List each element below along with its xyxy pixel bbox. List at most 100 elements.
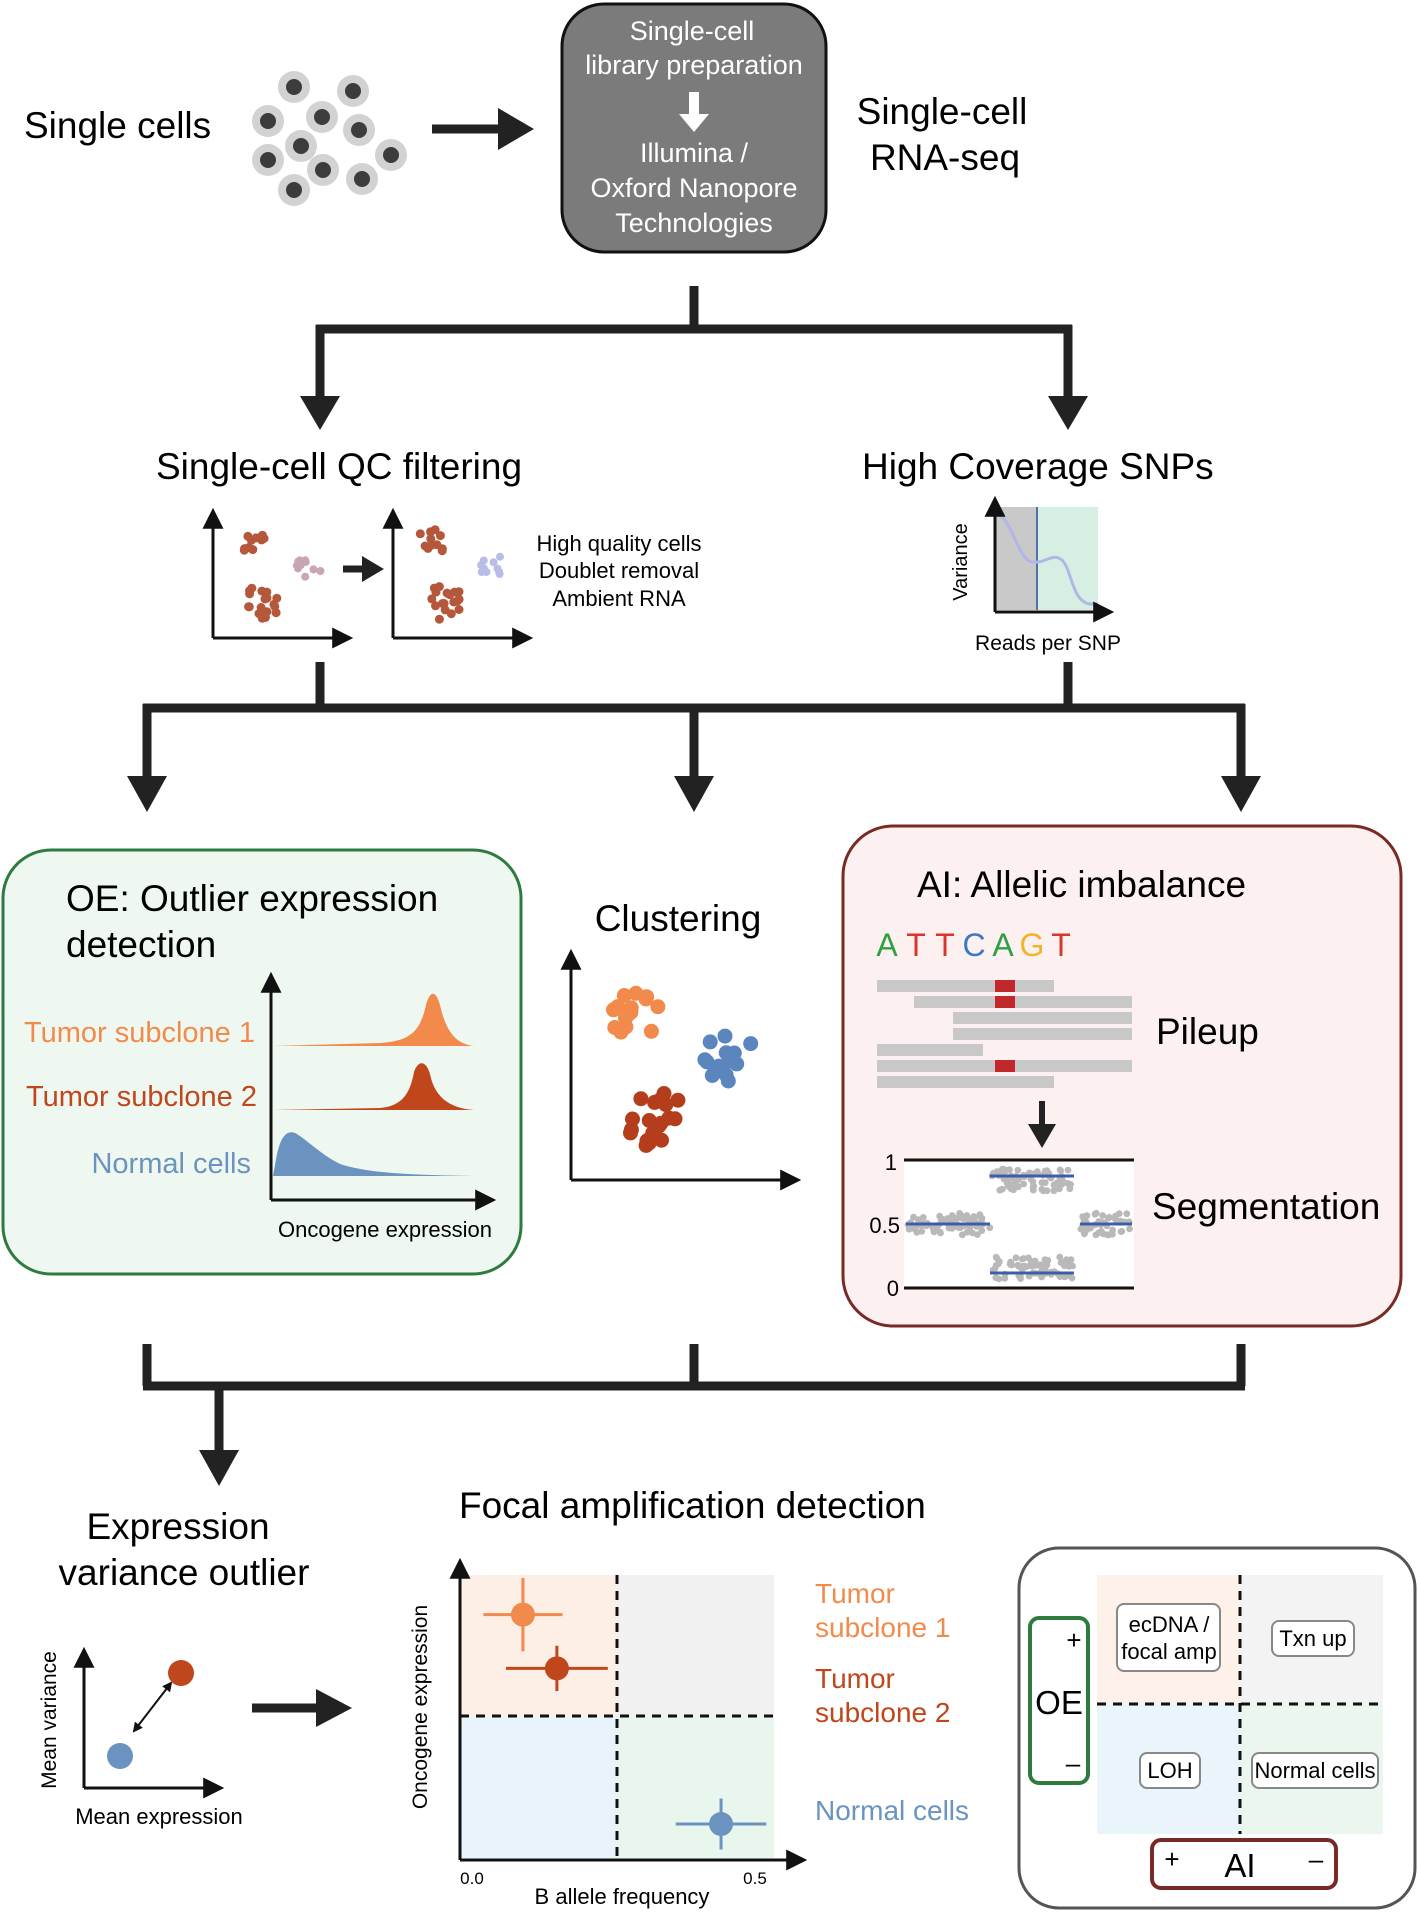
oe-axis-bracket: + OE – <box>1028 1616 1090 1785</box>
cell-icon <box>346 163 378 195</box>
ai-pileup-reads <box>877 980 1132 1088</box>
snp-dot <box>945 1224 953 1232</box>
seg-tick-0: 0 <box>887 1276 899 1301</box>
ai-axis-plus: + <box>1164 1844 1179 1874</box>
cell-dot <box>641 1113 657 1128</box>
oe-label-subclone1: Tumor subclone 1 <box>24 1017 255 1049</box>
cell-dot <box>670 1092 686 1108</box>
snp-dot <box>1068 1274 1076 1282</box>
oe-box: OE: Outlier expression detection Tumor s… <box>1 848 523 1276</box>
cell-dot <box>445 590 455 600</box>
cell-dot <box>647 1094 663 1110</box>
ai-axis-label: AI <box>1224 1847 1255 1884</box>
connector-three-way <box>142 662 1246 778</box>
cell-dot <box>718 1045 734 1061</box>
sequence-base: A <box>876 927 898 963</box>
focal-point <box>675 1798 767 1850</box>
cell-dot <box>656 1086 672 1101</box>
library-box-down-arrow-icon <box>679 92 709 132</box>
ai-axis-minus: – <box>1309 1844 1324 1874</box>
evo-point-tumor <box>168 1660 194 1686</box>
snp-dot <box>1043 1167 1051 1175</box>
focal-xtick-0: 0.0 <box>460 1869 484 1888</box>
quadrant-txn-up-box <box>1271 1620 1355 1657</box>
qc-arrow <box>343 556 384 582</box>
oe-title-line2: detection <box>66 924 216 965</box>
cell-dot <box>430 525 440 535</box>
cell-dot <box>618 1019 634 1035</box>
snp-dot <box>1117 1228 1125 1235</box>
cell-dot <box>454 605 464 614</box>
snp-dot <box>994 1260 1002 1268</box>
cell-dot <box>743 1036 759 1052</box>
focal-legend-normal: Normal cells <box>815 1795 969 1826</box>
sequence-base: T <box>906 927 926 963</box>
cell-dot <box>251 533 261 543</box>
ai-pileup-label: Pileup <box>1156 1011 1259 1052</box>
snp-dot <box>1061 1258 1069 1266</box>
cell-dot <box>309 565 318 574</box>
snp-dot <box>958 1231 966 1239</box>
sequence-base: A <box>992 927 1014 963</box>
snp-dot <box>1092 1231 1100 1239</box>
cell-dot <box>650 999 666 1015</box>
arrow-cells-to-library <box>432 108 534 150</box>
focal-legend-subclone2-line2: subclone 2 <box>815 1697 950 1728</box>
cell-dot <box>495 568 504 576</box>
cell-dot <box>316 567 325 575</box>
snp-dot <box>1109 1230 1116 1238</box>
cell-dot <box>620 1007 636 1023</box>
snp-dot <box>1017 1275 1024 1282</box>
evo-ylabel: Mean variance <box>38 1651 61 1789</box>
cell-dot <box>431 601 440 611</box>
focal-legend: Tumor subclone 1 Tumor subclone 2 Normal… <box>815 1578 969 1826</box>
cell-dot <box>489 558 498 567</box>
cell-dot <box>262 593 272 603</box>
cell-dot <box>426 534 436 544</box>
snp-dot <box>1043 1187 1051 1195</box>
cell-dot <box>262 607 272 617</box>
snp-dot <box>992 1274 1000 1282</box>
snp-dot <box>930 1228 938 1236</box>
cell-icon <box>343 114 375 146</box>
snp-dot <box>1038 1179 1046 1186</box>
cell-icon <box>306 101 338 133</box>
seg-tick-05: 0.5 <box>869 1213 900 1238</box>
oe-axis-label: OE <box>1035 1684 1083 1721</box>
focal-plot: 0.0 0.5 B allele frequency Oncogene expr… <box>409 1557 808 1909</box>
quadrant-normal-box <box>1251 1752 1379 1789</box>
focal-title: Focal amplification detection <box>459 1485 926 1526</box>
quadrant-loh: LOH <box>1147 1758 1192 1783</box>
cell-dot <box>616 988 632 1003</box>
snp-dot <box>993 1168 1001 1175</box>
snp-dot <box>1022 1263 1030 1270</box>
quadrant-normal: Normal cells <box>1254 1758 1375 1783</box>
snp-dot <box>1056 1166 1064 1174</box>
sequence-base: T <box>935 927 955 963</box>
qc-title: Single-cell QC filtering <box>156 446 522 487</box>
single-cells-illustration <box>252 71 407 206</box>
cell-dot <box>245 589 255 599</box>
arrowhead-to-qc <box>300 396 340 430</box>
snp-dot <box>969 1229 976 1237</box>
snp-dot <box>1012 1254 1020 1262</box>
cell-dot <box>257 586 267 596</box>
cell-dot <box>301 556 310 565</box>
snp-xlabel: Reads per SNP <box>975 632 1121 655</box>
snp-dot <box>986 1224 994 1232</box>
snp-dot <box>1006 1166 1013 1174</box>
clustering-plot <box>560 948 802 1191</box>
cell-dot <box>248 545 258 555</box>
oe-density-subclone1 <box>273 993 474 1046</box>
clustering-title: Clustering <box>595 898 762 939</box>
snp-dot <box>1038 1273 1045 1281</box>
library-box-line4: Oxford Nanopore <box>590 173 797 203</box>
arrowhead-to-evo <box>199 1450 239 1486</box>
cell-dot <box>449 597 459 607</box>
snp-dot <box>1115 1210 1123 1217</box>
oe-density-normal <box>273 1132 474 1176</box>
qc-plot-after <box>382 507 534 649</box>
snp-dot <box>948 1212 956 1219</box>
snp-title: High Coverage SNPs <box>862 446 1214 487</box>
